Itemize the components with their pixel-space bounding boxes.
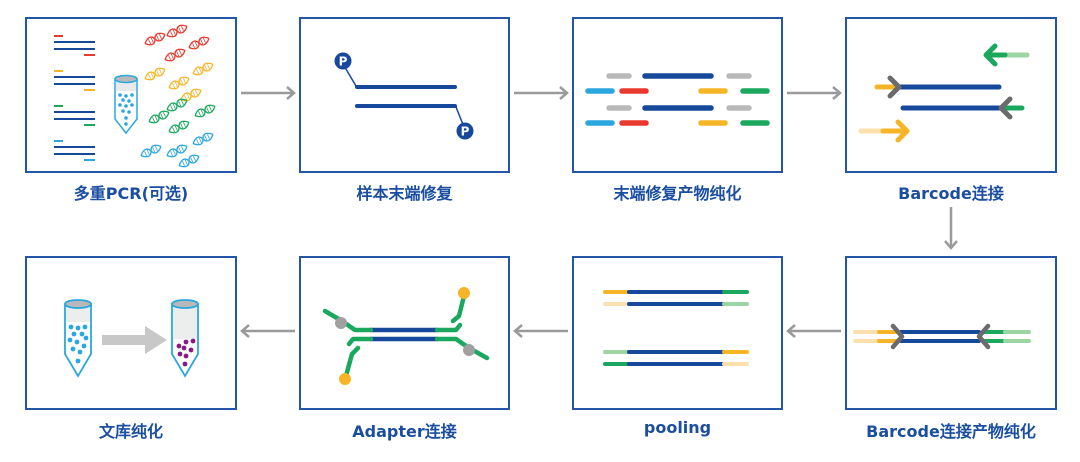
dna-helix-icon: [168, 120, 190, 134]
dna-helix-icon: [144, 67, 166, 81]
phosphate-icon: P: [456, 122, 474, 140]
svg-text:P: P: [461, 125, 470, 139]
step-label: 多重PCR(可选): [73, 184, 189, 203]
arrow-right-icon: [787, 86, 842, 100]
phosphate-icon: P: [334, 52, 352, 70]
purification-illustration: [585, 73, 770, 126]
arrow-left-icon: [786, 324, 841, 338]
dna-helix-icon: [164, 48, 186, 62]
step-label: Barcode连接产物纯化: [866, 422, 1036, 441]
primer-group-green: [54, 105, 95, 126]
step-label: Barcode连接: [898, 184, 1004, 203]
end-repair-illustration: P P: [334, 52, 474, 140]
svg-text:P: P: [339, 55, 348, 69]
dna-helix-icon: [178, 154, 200, 168]
arrow-right-icon: [514, 86, 569, 100]
step-box: [572, 17, 783, 173]
arrow-left-icon: [240, 324, 295, 338]
dna-helix-icon: [188, 36, 210, 50]
adapter-ligation-illustration: [322, 287, 490, 385]
dna-helix-icon: [148, 110, 170, 124]
step-label: pooling: [643, 418, 712, 437]
step-box: [845, 17, 1057, 173]
step-box: [25, 256, 237, 410]
dna-helix-icon: [140, 144, 162, 158]
step-label: 文库纯化: [98, 422, 163, 441]
step-label: 样本末端修复: [356, 184, 453, 203]
arrow-right-icon: [102, 326, 167, 354]
dna-helix-icon: [144, 32, 166, 46]
barcode-ligation-illustration: [858, 43, 1030, 143]
multiplex-pcr-illustration: [54, 24, 216, 168]
dna-helix-icon: [180, 88, 202, 102]
step-label: 末端修复产物纯化: [613, 184, 742, 203]
dna-helix-cluster: [140, 24, 216, 168]
dna-helix-icon: [194, 104, 216, 118]
pooling-illustration: [603, 290, 749, 366]
tube-icon: [114, 74, 138, 135]
dna-helix-icon: [166, 144, 188, 158]
dna-helix-icon: [166, 24, 188, 38]
dna-helix-icon: [192, 132, 214, 146]
step-label: Adapter连接: [352, 422, 457, 441]
dna-helix-icon: [168, 76, 190, 90]
step-box: [572, 256, 783, 410]
library-purification-illustration: [64, 299, 199, 378]
step-box: P P: [299, 17, 510, 173]
dna-helix-icon: [192, 62, 214, 76]
step-box: [845, 256, 1057, 410]
arrow-down-icon: [944, 207, 958, 250]
step-box: [299, 256, 510, 410]
arrow-right-icon: [241, 86, 296, 100]
primer-group-red: [54, 35, 95, 56]
tube-icon: [64, 299, 92, 378]
barcode-purification-illustration: [853, 323, 1031, 350]
arrow-left-icon: [513, 324, 568, 338]
tube-icon: [171, 299, 199, 378]
step-box: [25, 17, 237, 173]
primer-group-yellow: [54, 70, 95, 91]
dna-helix-icon: [166, 98, 188, 112]
primer-group-cyan: [54, 140, 95, 161]
